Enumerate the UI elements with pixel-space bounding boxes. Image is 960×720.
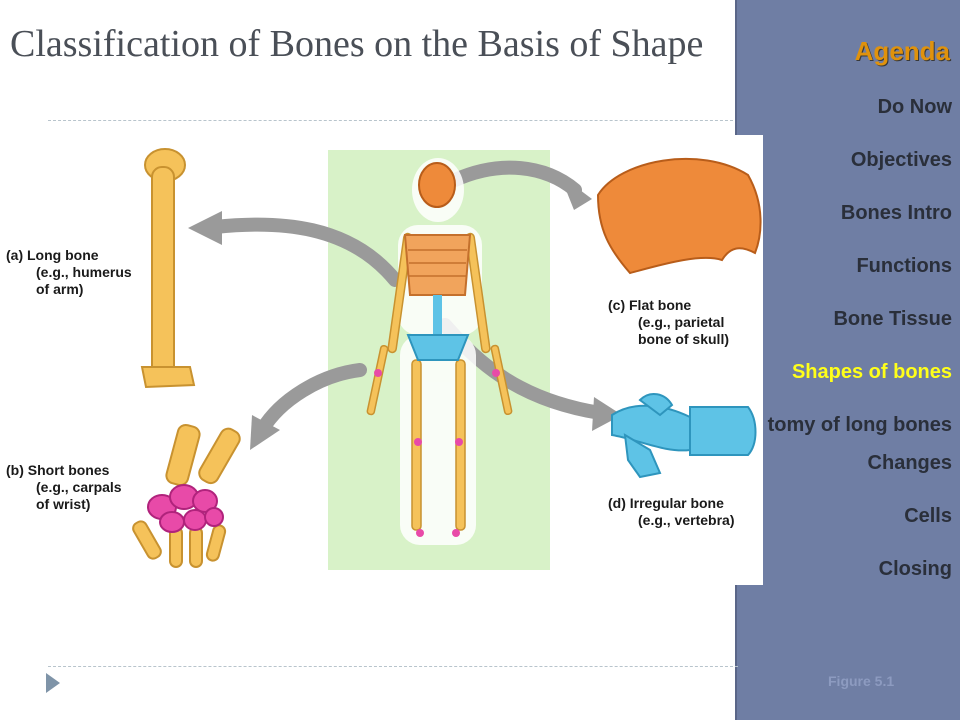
humerus-bone [140, 148, 196, 389]
agenda-item-closing[interactable]: Closing [878, 558, 952, 580]
wrist-bones [132, 423, 241, 568]
agenda-item-shapes-of-bones[interactable]: Shapes of bones [791, 361, 952, 383]
rib-cage [403, 234, 472, 296]
figure-label: Figure 5.1 [828, 673, 895, 689]
arrow-heads [188, 175, 622, 450]
spine [433, 295, 442, 335]
parietal-bone [596, 157, 762, 275]
agenda-item-changes[interactable]: Changes [867, 452, 952, 474]
label-flat-bone-title: (c) Flat bone [608, 297, 692, 313]
agenda-item-cells[interactable]: Cells [904, 505, 952, 527]
label-irregular-bone-line1: (e.g., vertebra) [638, 512, 735, 528]
bullet-triangle-icon [46, 673, 60, 693]
label-flat-bone-line1: (e.g., parietal [638, 314, 725, 330]
label-flat-bone-line2: bone of skull) [638, 331, 729, 347]
label-irregular-bone: (d) Irregular bone (e.g., vertebra) [608, 495, 734, 529]
slide-title: Classification of Bones on the Basis of … [10, 23, 704, 65]
agenda-sidebar: Agenda Do Now Objectives Bones Intro Fun… [735, 0, 960, 720]
label-long-bone-line1: (e.g., humerus [36, 264, 132, 280]
agenda-item-bones-intro[interactable]: Bones Intro [840, 202, 952, 224]
agenda-item-bone-tissue[interactable]: Bone Tissue [833, 308, 952, 330]
vertebra-bone [611, 393, 757, 479]
agenda-title: Agenda [854, 36, 950, 66]
label-flat-bone: (c) Flat bone (e.g., parietal bone of sk… [608, 297, 729, 348]
agenda-menu: Do Now Objectives Bones Intro Functions … [737, 92, 952, 607]
pelvis [406, 334, 470, 361]
agenda-item-do-now[interactable]: Do Now [877, 96, 952, 118]
label-short-bones-line1: (e.g., carpals [36, 479, 122, 495]
label-short-bones: (b) Short bones (e.g., carpals of wrist) [6, 462, 122, 513]
label-short-bones-line2: of wrist) [36, 496, 91, 512]
arrowhead-irregular [592, 397, 622, 431]
agenda-item-objectives[interactable]: Objectives [850, 149, 952, 171]
label-long-bone-title: (a) Long bone [6, 247, 99, 263]
bone-shapes-illustration [132, 148, 762, 570]
bone-shapes-figure: (a) Long bone (e.g., humerus of arm) (b)… [0, 135, 763, 585]
arrowhead-short [250, 415, 280, 450]
label-long-bone: (a) Long bone (e.g., humerus of arm) [6, 247, 132, 298]
arrowhead-long [188, 211, 222, 245]
skull [418, 162, 456, 208]
agenda-item-anatomy-of-long-bones[interactable]: tomy of long bones [767, 414, 952, 436]
title-divider [48, 120, 738, 121]
label-short-bones-title: (b) Short bones [6, 462, 110, 478]
arrow-to-long-bone [208, 217, 402, 287]
agenda-item-functions[interactable]: Functions [856, 255, 952, 277]
arrowhead-flat [560, 175, 592, 210]
footer-divider [48, 666, 738, 667]
skeleton [366, 158, 513, 545]
arrow-to-short-bones [255, 363, 367, 437]
label-long-bone-line2: of arm) [36, 281, 84, 297]
label-irregular-bone-title: (d) Irregular bone [608, 495, 724, 511]
